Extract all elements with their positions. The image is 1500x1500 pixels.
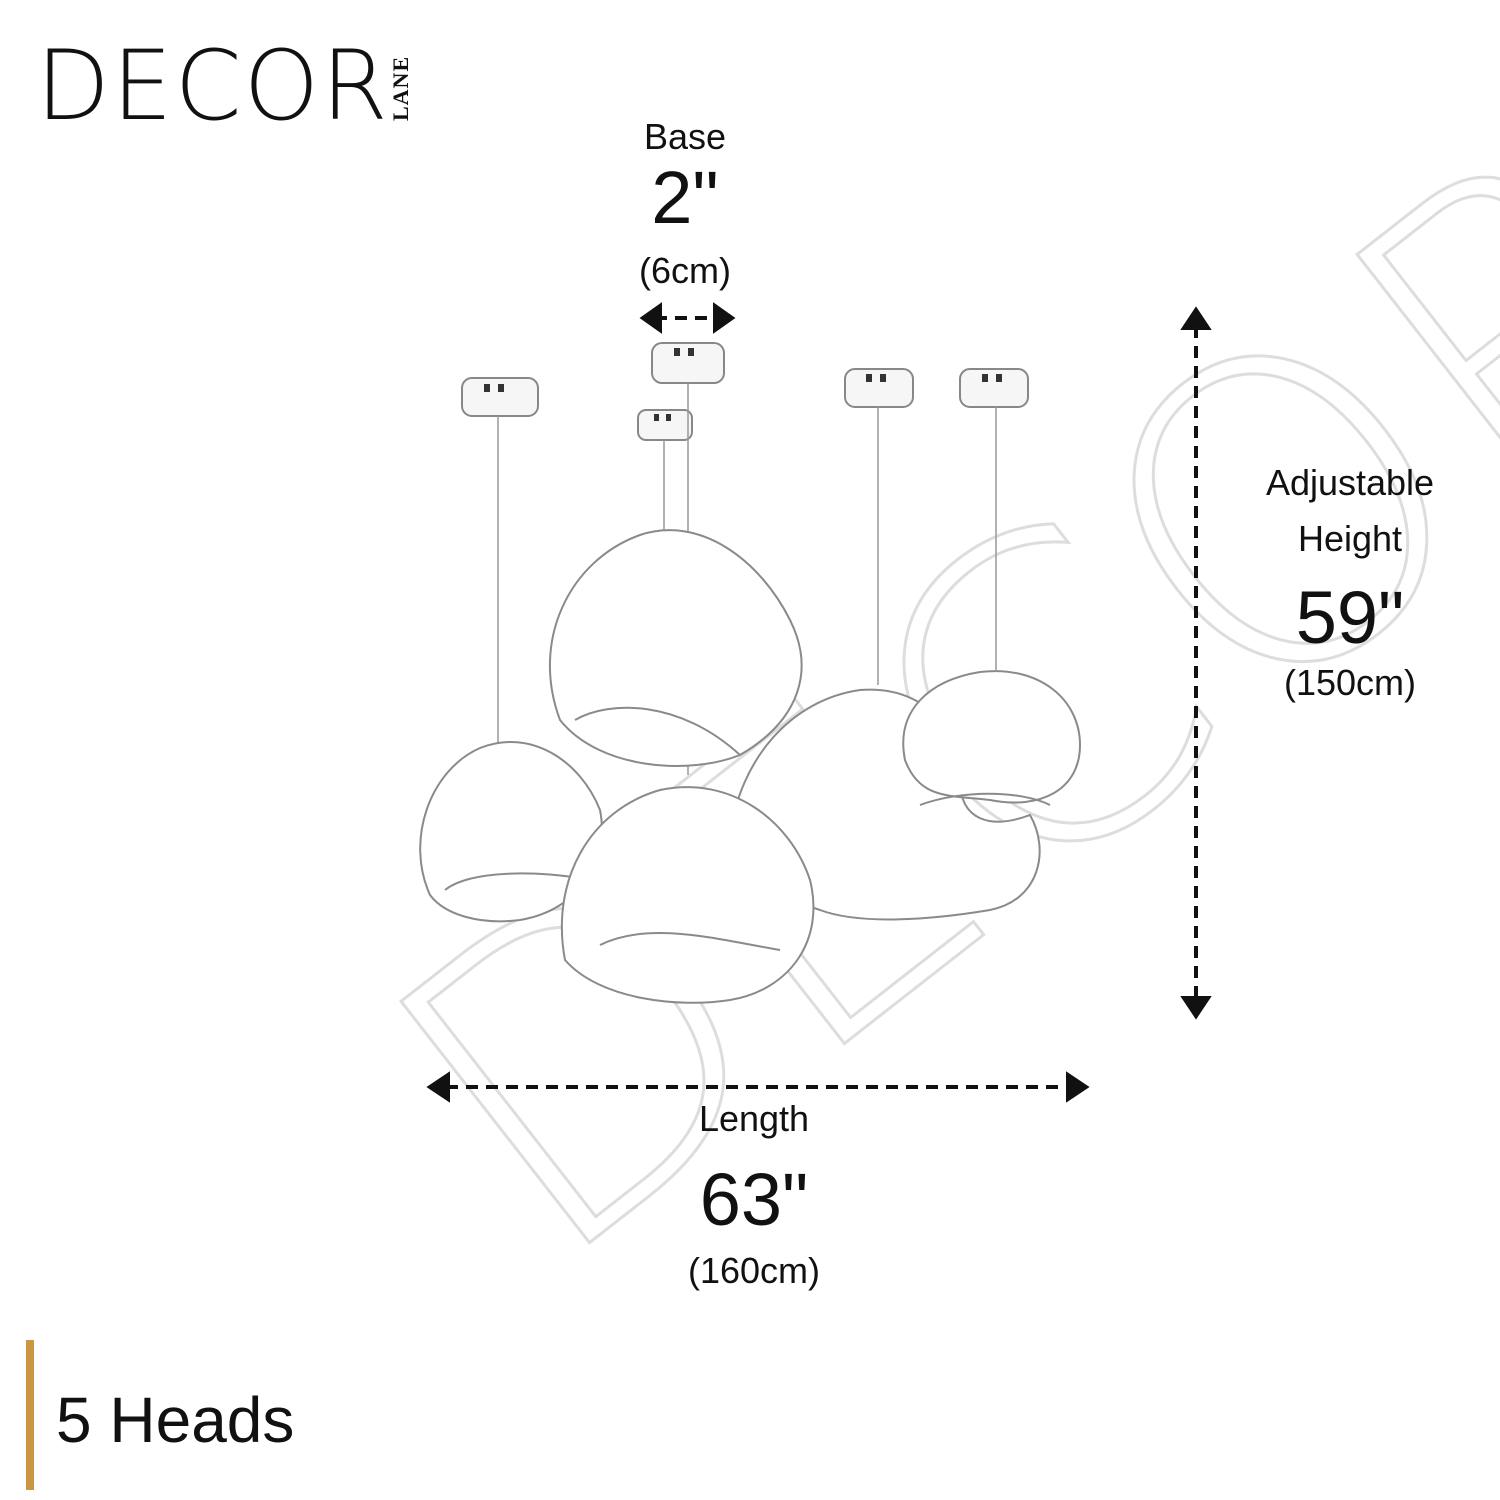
height-value: 59" <box>1295 576 1405 659</box>
shade-back-top <box>549 529 803 767</box>
brand-logo: DECOR <box>36 30 390 142</box>
canopy-3 <box>637 409 693 441</box>
length-unit: (160cm) <box>687 1250 821 1291</box>
canopy-5 <box>959 368 1029 408</box>
base-label: Base <box>643 116 727 157</box>
length-label: Length <box>698 1098 810 1139</box>
base-unit: (6cm) <box>639 250 731 291</box>
base-value: 2" <box>651 156 719 239</box>
height-arrow <box>1180 306 1212 1020</box>
length-arrow <box>426 1071 1090 1103</box>
height-label-line2: Height <box>1297 518 1403 559</box>
pendant-shades <box>419 529 1082 1004</box>
shade-right-back <box>728 688 1041 921</box>
accent-bar <box>26 1340 34 1490</box>
shade-right-front <box>902 670 1082 804</box>
shade-front-center <box>560 786 815 1004</box>
base-arrow <box>639 302 736 334</box>
length-value: 63" <box>699 1158 809 1241</box>
brand-logo-sub: LANE <box>388 55 413 121</box>
heads-count: 5 Heads <box>56 1384 295 1456</box>
height-label-line1: Adjustable <box>1265 462 1435 503</box>
canopy-1 <box>461 377 539 417</box>
canopy-2 <box>651 342 725 384</box>
canopy-4 <box>844 368 914 408</box>
ceiling-canopies <box>461 342 1029 441</box>
shade-left <box>419 741 603 923</box>
height-unit: (150cm) <box>1283 662 1417 703</box>
